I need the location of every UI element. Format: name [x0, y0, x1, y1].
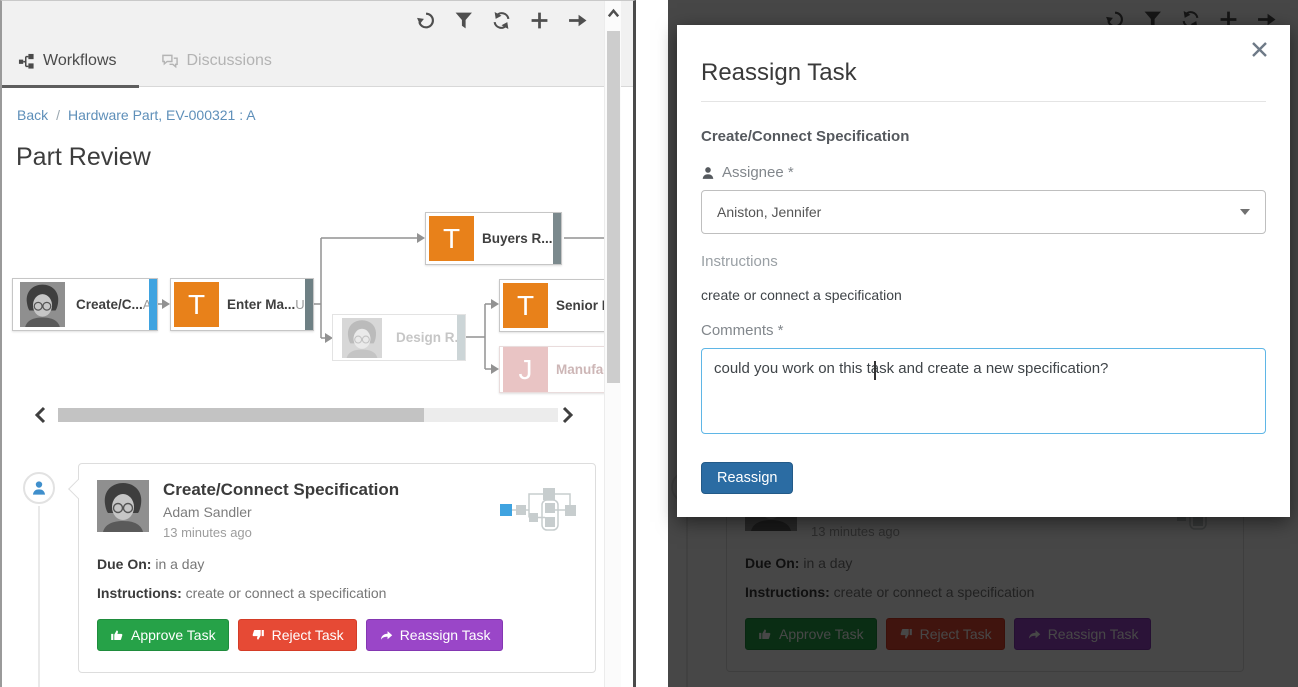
refresh-icon[interactable]: [492, 10, 511, 31]
person-icon: [702, 166, 714, 179]
due-label: Due On:: [97, 556, 152, 572]
breadcrumb-back-link[interactable]: Back: [17, 107, 49, 123]
panel-header: Workflows Discussions: [2, 1, 633, 88]
thumb-down-icon: [252, 629, 264, 640]
go-forward-icon[interactable]: [567, 11, 588, 30]
node-status-bar: [305, 279, 313, 330]
assignee-photo: [96, 479, 150, 533]
node-assignee: Adam San...: [143, 297, 149, 312]
workflow-node-senior-design[interactable]: T Senior DUn Assig: [499, 279, 604, 332]
task-card: Create/Connect Specification Adam Sandle…: [68, 463, 596, 673]
node-status-bar: [149, 279, 157, 330]
vertical-scrollbar-thumb[interactable]: [607, 31, 620, 383]
node-status-bar: [457, 315, 465, 360]
workflow-node-manufacturing[interactable]: J ManufacJennifer: [499, 346, 604, 393]
reassign-submit-button[interactable]: Reassign: [701, 462, 794, 494]
task-letter-icon: T: [174, 282, 219, 327]
instructions-value: create or connect a specification: [185, 585, 387, 601]
node-title: Manufac: [556, 361, 604, 377]
node-status-bar: [553, 213, 561, 264]
node-title: Create/C...: [76, 296, 143, 312]
filter-icon[interactable]: [454, 11, 473, 30]
avatar-photo: [336, 312, 388, 364]
active-tab-underline: [2, 85, 139, 88]
task-letter-icon: T: [429, 216, 474, 261]
vertical-scrollbar[interactable]: [604, 1, 621, 687]
instructions-value: create or connect a specification: [701, 287, 902, 303]
task-timestamp: 13 minutes ago: [163, 525, 252, 540]
timeline-user-badge: [23, 472, 55, 504]
workflows-panel: Workflows Discussions Back / Hardware Part…: [0, 0, 636, 687]
workflows-panel-dimmed: Create/Connect Specification Adam Sandle…: [636, 0, 1298, 687]
history-icon[interactable]: [415, 11, 435, 30]
panel-toolbar: [415, 10, 588, 31]
card-pointer: [68, 479, 88, 499]
reassign-task-button[interactable]: Reassign Task: [365, 619, 504, 651]
task-assignee: Adam Sandler: [163, 504, 252, 520]
chevron-down-icon: [1240, 209, 1250, 215]
horizontal-scrollbar: [4, 403, 604, 429]
assignee-select[interactable]: Aniston, Jennifer: [701, 190, 1266, 234]
text-cursor: [874, 361, 876, 380]
workflow-icon: [18, 52, 35, 70]
person-icon: [32, 481, 46, 495]
task-letter-icon: T: [503, 283, 548, 328]
scroll-right-icon[interactable]: [558, 406, 576, 424]
close-icon[interactable]: [1251, 41, 1268, 58]
avatar-photo: [16, 279, 68, 331]
node-title: Design R...: [396, 329, 457, 345]
timeline-line: [38, 506, 40, 687]
tab-discussions[interactable]: Discussions: [161, 52, 272, 86]
node-title: Senior D: [556, 297, 604, 313]
thumb-up-icon: [111, 630, 123, 641]
tab-discussions-label: Discussions: [186, 52, 272, 69]
breadcrumb-separator: /: [56, 107, 61, 123]
chat-icon: [161, 53, 179, 70]
instructions-label: Instructions: [701, 253, 778, 270]
modal-task-name: Create/Connect Specification: [701, 128, 910, 145]
approve-task-button[interactable]: Approve Task: [97, 619, 229, 651]
comments-text: could you work on this task and create a…: [714, 360, 1109, 377]
scroll-left-icon[interactable]: [32, 406, 50, 424]
assignee-selected-value: Aniston, Jennifer: [717, 204, 822, 220]
reassign-task-modal: Reassign Task Create/Connect Specificati…: [677, 25, 1290, 517]
due-value: in a day: [155, 556, 205, 572]
tab-workflows-label: Workflows: [43, 52, 117, 69]
tab-workflows[interactable]: Workflows: [18, 52, 117, 86]
reject-task-button[interactable]: Reject Task: [237, 619, 357, 651]
node-title: Buyers R...: [482, 230, 553, 246]
mini-workflow-icon[interactable]: [499, 486, 581, 539]
redo-arrow-icon: [380, 631, 392, 640]
horizontal-scrollbar-thumb[interactable]: [58, 408, 424, 422]
node-assignee: Un Assign...: [295, 296, 305, 312]
workflow-node-create-connect[interactable]: Create/C...Adam San...: [12, 278, 158, 331]
node-title: Enter Ma...: [227, 296, 296, 312]
workflow-diagram: Create/C...Adam San... T Enter Ma...Un A…: [4, 191, 604, 403]
breadcrumb: Back / Hardware Part, EV-000321 : A: [17, 107, 256, 123]
modal-divider: [701, 101, 1266, 102]
comments-label: Comments *: [701, 322, 784, 339]
modal-title: Reassign Task: [701, 59, 857, 86]
scroll-up-icon[interactable]: [606, 6, 621, 21]
workflow-connectors: [158, 233, 604, 374]
workflow-node-buyers-review[interactable]: T Buyers R...Un Assign...: [425, 212, 562, 265]
comments-textarea[interactable]: could you work on this task and create a…: [701, 348, 1266, 434]
page-title: Part Review: [16, 143, 151, 171]
workflow-node-enter-ma[interactable]: T Enter Ma...Un Assign...: [170, 278, 314, 331]
breadcrumb-current-link[interactable]: Hardware Part, EV-000321 : A: [68, 107, 256, 123]
task-letter-icon: J: [503, 347, 548, 392]
workflow-node-design-review[interactable]: Design R...Adam San...: [332, 314, 466, 361]
horizontal-scrollbar-track[interactable]: [58, 408, 558, 422]
assignee-label: Assignee *: [701, 164, 1266, 181]
tab-bar: Workflows Discussions: [18, 52, 272, 86]
add-icon[interactable]: [530, 11, 549, 30]
instructions-label: Instructions:: [97, 585, 182, 601]
task-title: Create/Connect Specification: [163, 480, 400, 499]
